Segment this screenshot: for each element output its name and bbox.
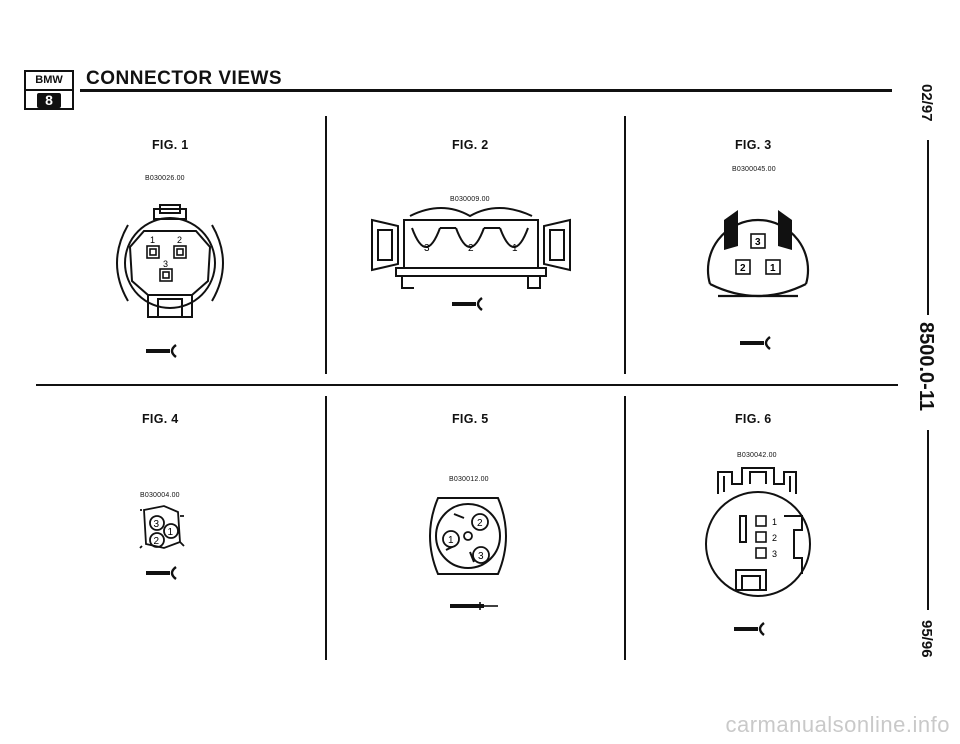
fig-1-view-arrow-icon xyxy=(146,344,177,358)
fig-2-ref: B030009.00 xyxy=(450,196,490,203)
fig-5-pin-1: 1 xyxy=(448,535,454,546)
fig-4-pin-1: 1 xyxy=(168,527,174,538)
grid-divider-h xyxy=(36,384,898,386)
fig-6-pin-3: 3 xyxy=(772,549,777,559)
fig-5-view-arrow-icon xyxy=(450,602,498,610)
fig-4-ref: B030004.00 xyxy=(140,492,180,499)
fig-5-label: FIG. 5 xyxy=(452,412,489,426)
fig-5-connector-diagram: 2 1 3 xyxy=(429,497,507,575)
fig-3-pin-1: 1 xyxy=(770,263,776,274)
fig-6-connector-diagram: 1 2 3 xyxy=(705,467,811,597)
grid-divider-v1-bottom xyxy=(325,396,327,660)
fig-1-label: FIG. 1 xyxy=(152,138,189,152)
watermark: carmanualsonline.info xyxy=(725,712,950,737)
grid-divider-v2-top xyxy=(624,116,626,374)
fig-4-connector-diagram: 3 1 2 xyxy=(139,505,185,549)
fig-2-pin-1: 1 xyxy=(512,243,518,254)
fig-1-pin-2: 2 xyxy=(177,235,182,245)
fig-3-pin-3: 3 xyxy=(755,237,761,248)
fig-4-label: FIG. 4 xyxy=(142,412,179,426)
fig-4-pin-3: 3 xyxy=(154,519,160,530)
bmw-logo: BMW 8 xyxy=(24,70,74,110)
grid-divider-v1-top xyxy=(325,116,327,374)
fig-5-pin-2: 2 xyxy=(477,518,483,529)
fig-6-ref: B030042.00 xyxy=(737,452,777,459)
sidebar-rule-1 xyxy=(927,140,929,315)
fig-3-ref: B0300045.00 xyxy=(732,166,776,173)
fig-6-pin-2: 2 xyxy=(772,533,777,543)
doc-number: 8500.0-11 xyxy=(915,322,937,411)
fig-2-label: FIG. 2 xyxy=(452,138,489,152)
fig-3-view-arrow-icon xyxy=(740,336,771,350)
date-bottom: 95/96 xyxy=(918,620,935,658)
fig-4-view-arrow-icon xyxy=(146,566,177,580)
date-top: 02/97 xyxy=(918,84,935,122)
fig-1-connector-diagram: 1 2 3 xyxy=(116,204,224,318)
fig-5-pin-3: 3 xyxy=(478,551,484,562)
fig-1-pin-3: 3 xyxy=(163,259,168,269)
fig-6-pin-1: 1 xyxy=(772,517,777,527)
grid-divider-v2-bottom xyxy=(624,396,626,660)
fig-2-pin-3: 3 xyxy=(424,243,430,254)
header-rule xyxy=(80,89,892,92)
fig-6-view-arrow-icon xyxy=(734,622,765,636)
sidebar-rule-2 xyxy=(927,430,929,610)
fig-6-label: FIG. 6 xyxy=(735,412,772,426)
series-badge: 8 xyxy=(37,93,61,108)
page-title: CONNECTOR VIEWS xyxy=(86,68,283,89)
fig-1-ref: B030026.00 xyxy=(145,175,185,182)
fig-1-pin-1: 1 xyxy=(150,235,155,245)
fig-2-pin-2: 2 xyxy=(468,243,474,254)
fig-3-pin-2: 2 xyxy=(740,263,746,274)
fig-5-ref: B030012.00 xyxy=(449,476,489,483)
bmw-logo-text: BMW xyxy=(26,72,72,91)
fig-2-view-arrow-icon xyxy=(452,297,483,311)
fig-2-connector-diagram: 3 2 1 xyxy=(371,207,571,289)
fig-3-connector-diagram: 3 2 1 xyxy=(706,210,810,298)
fig-4-pin-2: 2 xyxy=(154,536,160,547)
fig-3-label: FIG. 3 xyxy=(735,138,772,152)
